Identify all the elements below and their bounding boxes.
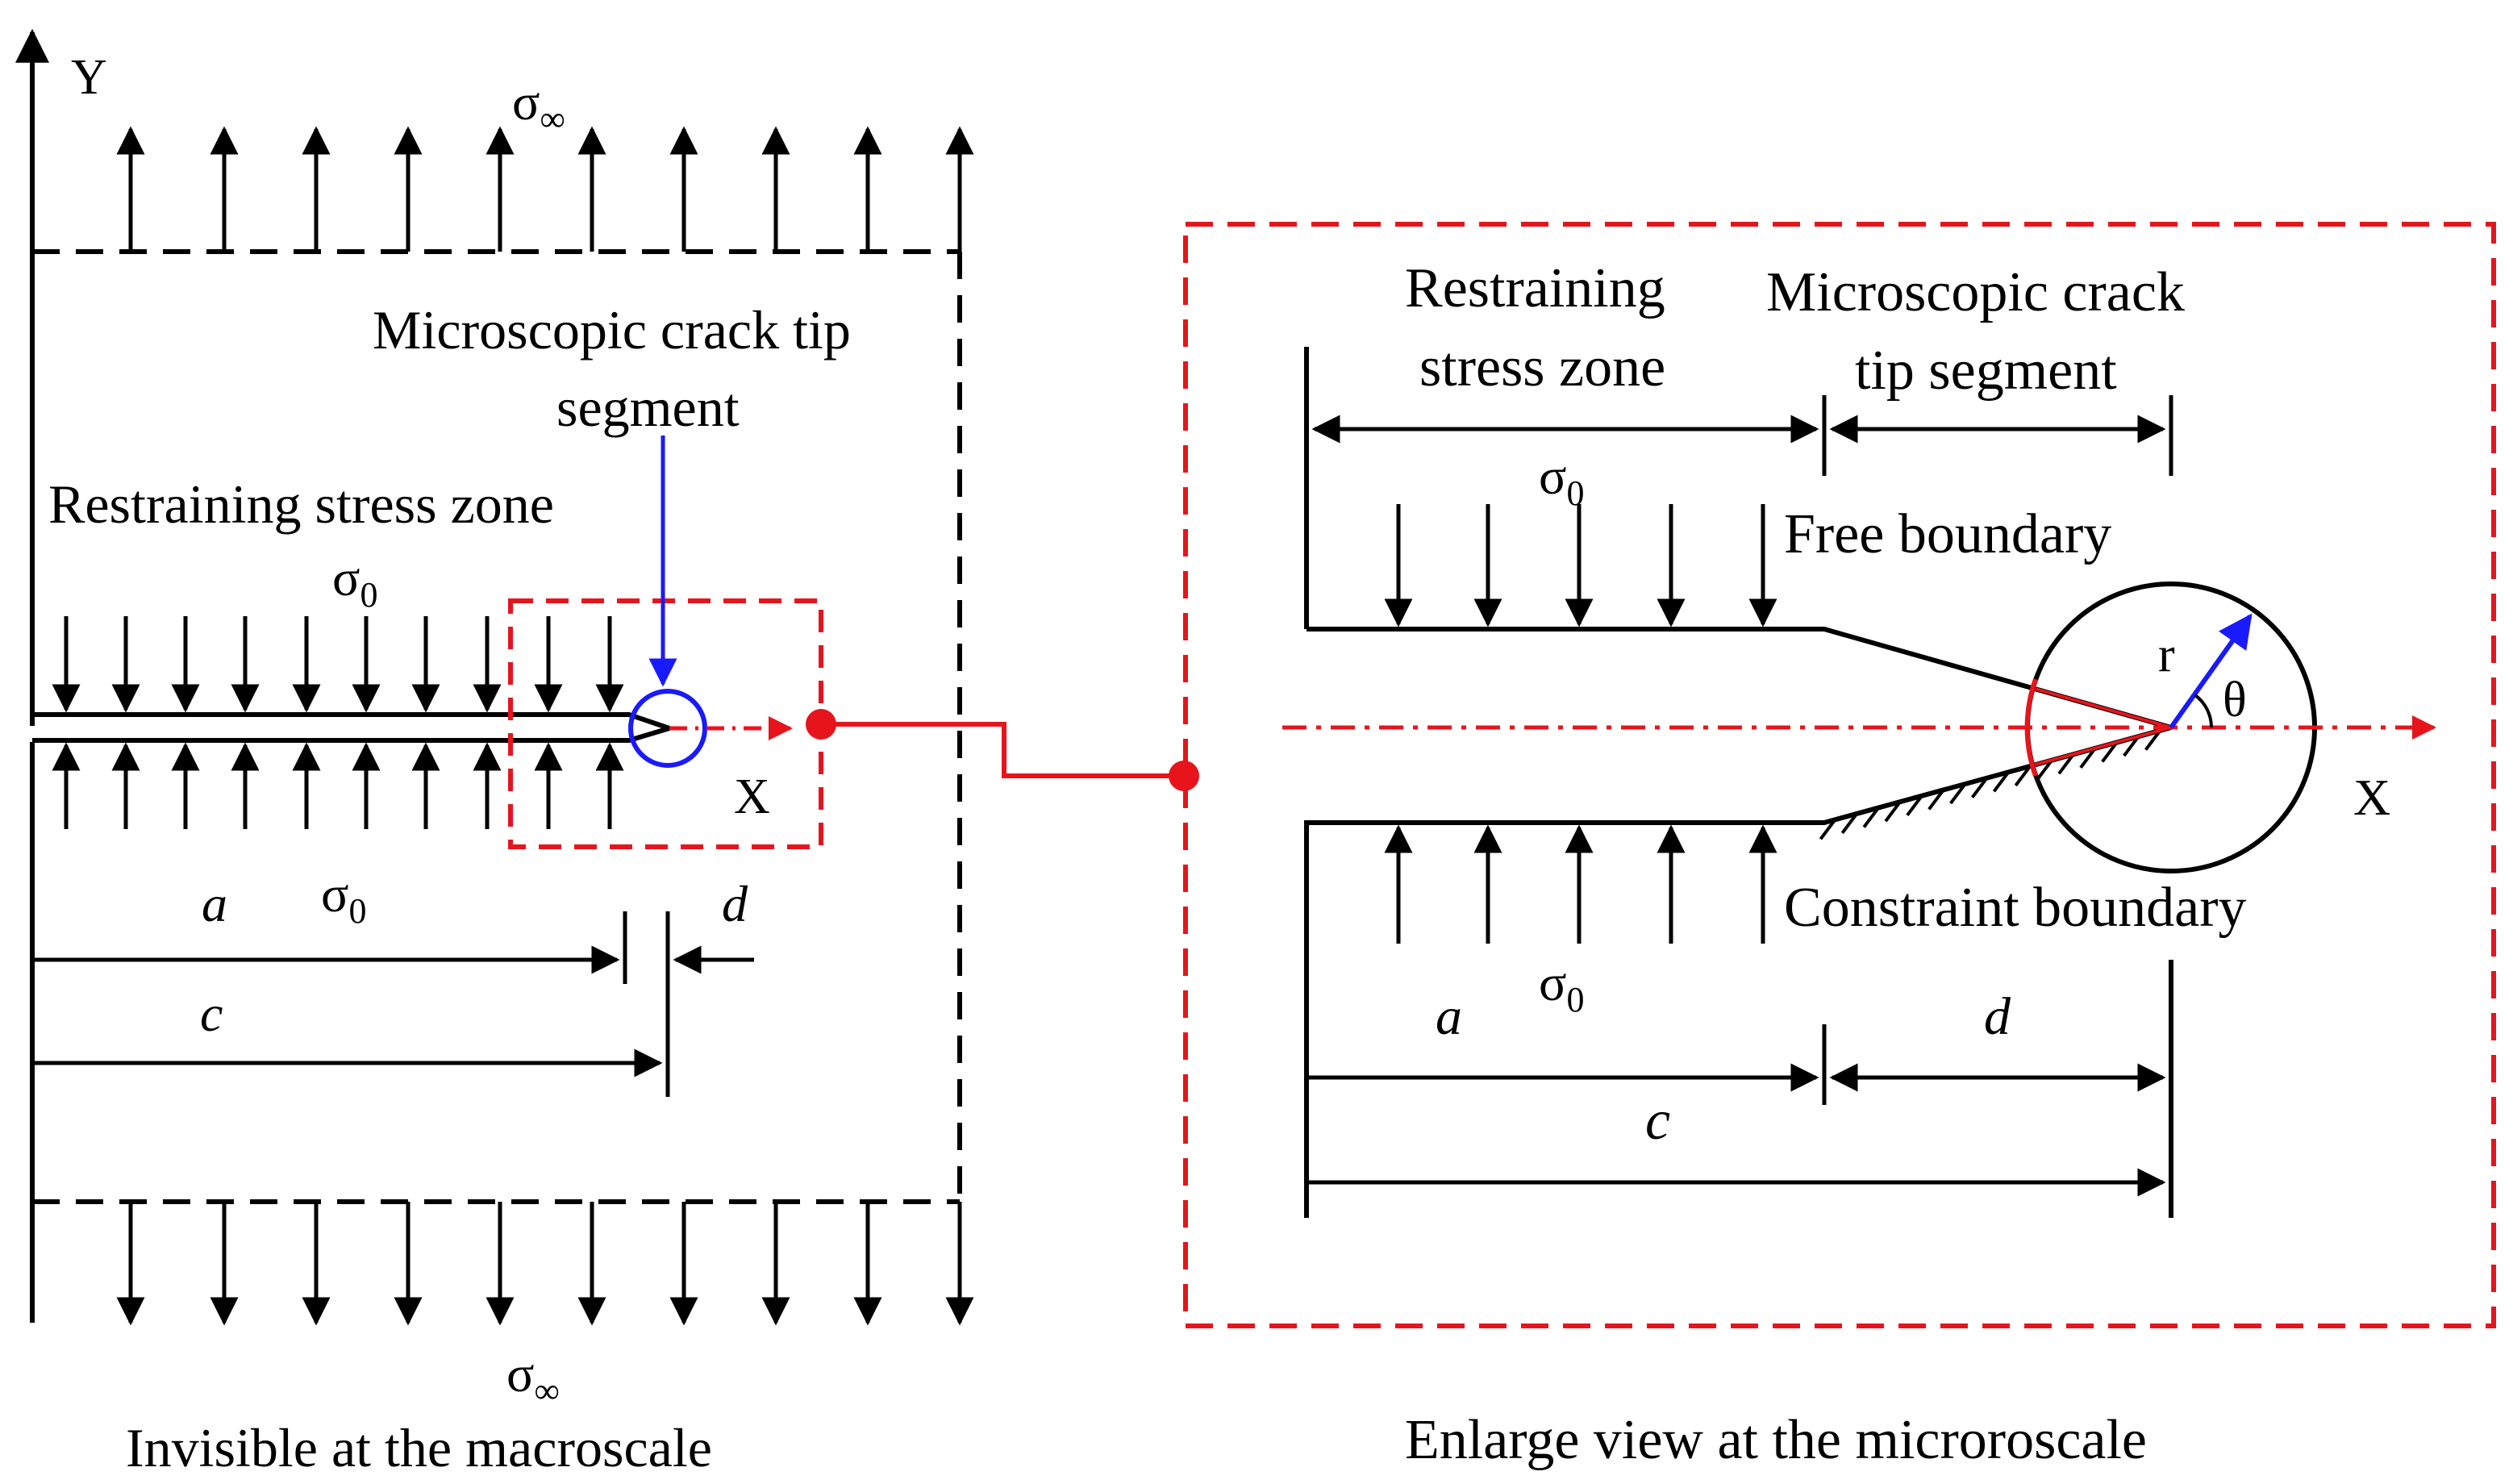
crack-lower-face-micro [1304, 725, 2172, 1218]
far-field-arrows-bottom [116, 1202, 974, 1326]
y-axis-label: Y [71, 50, 107, 105]
crack-upper-face [32, 712, 670, 731]
hatch-mark [1840, 812, 1858, 835]
detail-box-micro [1183, 222, 2496, 1328]
far-field-stress-top: σ∞ [512, 73, 565, 139]
hatch-mark [1927, 789, 1945, 811]
restraining-arrows-lower-micro [1384, 824, 1777, 944]
connector-dot-right [1169, 761, 1199, 791]
detail-box-macro [508, 598, 823, 849]
hatch-mark [2123, 735, 2140, 757]
dim-d-label-macro: d [722, 875, 748, 932]
crack-upper-face-micro [1307, 627, 2172, 730]
hatch-mark [1949, 782, 1967, 805]
tip-upper-highlight [2032, 686, 2172, 729]
restraining-arrows-upper [52, 616, 624, 713]
far-field-arrows-top [116, 126, 974, 252]
restraining-stress-upper-micro: σ0 [1539, 448, 1585, 513]
polar-theta-arc [2194, 694, 2213, 728]
hatch-mark [2036, 759, 2053, 781]
hatch-mark [2079, 747, 2097, 769]
restraining-zone-label-micro-1: Restraining [1405, 257, 1665, 319]
hatch-mark [2144, 729, 2162, 751]
dim-c-label-macro: c [200, 985, 223, 1042]
constraint-boundary-label: Constraint boundary [1784, 877, 2247, 939]
dim-a-label-macro: a [202, 875, 227, 932]
hatch-mark [1862, 807, 1880, 828]
zoom-connector [806, 709, 1199, 791]
free-boundary-label: Free boundary [1784, 503, 2111, 565]
dim-d-label-micro: d [1984, 987, 2011, 1046]
hatch-mark [2057, 752, 2075, 775]
restraining-stress-upper-label: σ0 [332, 549, 378, 615]
restraining-arrows-upper-micro [1384, 504, 1777, 627]
x-axis-label-micro: X [2353, 769, 2390, 826]
hatch-mark [2101, 741, 2119, 763]
microscale-panel: Restraining stress zone Microscopic crac… [1183, 222, 2496, 1471]
restraining-zone-label-micro-2: stress zone [1419, 336, 1665, 398]
hatch-mark [1906, 794, 1923, 817]
hatch-mark [1884, 800, 1902, 823]
restraining-stress-lower-label: σ0 [321, 865, 367, 931]
hatch-mark [1970, 777, 1989, 798]
dim-a-label-micro: a [1436, 987, 1462, 1046]
caption-macroscale: Invisible at the macroscale [126, 1417, 712, 1478]
tip-lower-highlight [2032, 726, 2172, 767]
tip-segment-label-line2: segment [556, 377, 740, 438]
tip-segment-label-micro-2: tip segment [1855, 340, 2117, 402]
tip-segment-label-line1: Microscopic crack tip [373, 299, 851, 361]
hatch-mark [2014, 765, 2032, 787]
constraint-hatching [1819, 729, 2162, 840]
restraining-arrows-lower [52, 742, 624, 829]
tip-segment-label-micro-1: Microscopic crack [1766, 261, 2185, 323]
polar-r-label: r [2158, 627, 2175, 682]
restraining-stress-lower-micro: σ0 [1539, 954, 1585, 1019]
connector-line [821, 722, 1184, 778]
crack-tip-circle [628, 689, 707, 768]
hatch-mark [1819, 819, 1837, 840]
dim-c-label-micro: c [1645, 1090, 1670, 1152]
polar-r-arrow [2169, 613, 2253, 729]
far-field-stress-bottom: σ∞ [506, 1345, 560, 1411]
macroscale-panel: Y X σ∞ σ∞ Microscopic crack tip [15, 28, 974, 1478]
caption-microscale: Enlarge view at the microroscale [1405, 1409, 2147, 1471]
crack-lower-face [32, 726, 670, 743]
restraining-zone-label-macro: Restraining stress zone [48, 473, 554, 535]
x-axis-label-macro: X [734, 769, 770, 824]
polar-theta-label: θ [2223, 673, 2247, 727]
connector-dot-left [806, 709, 836, 740]
hatch-mark [1992, 771, 2011, 793]
